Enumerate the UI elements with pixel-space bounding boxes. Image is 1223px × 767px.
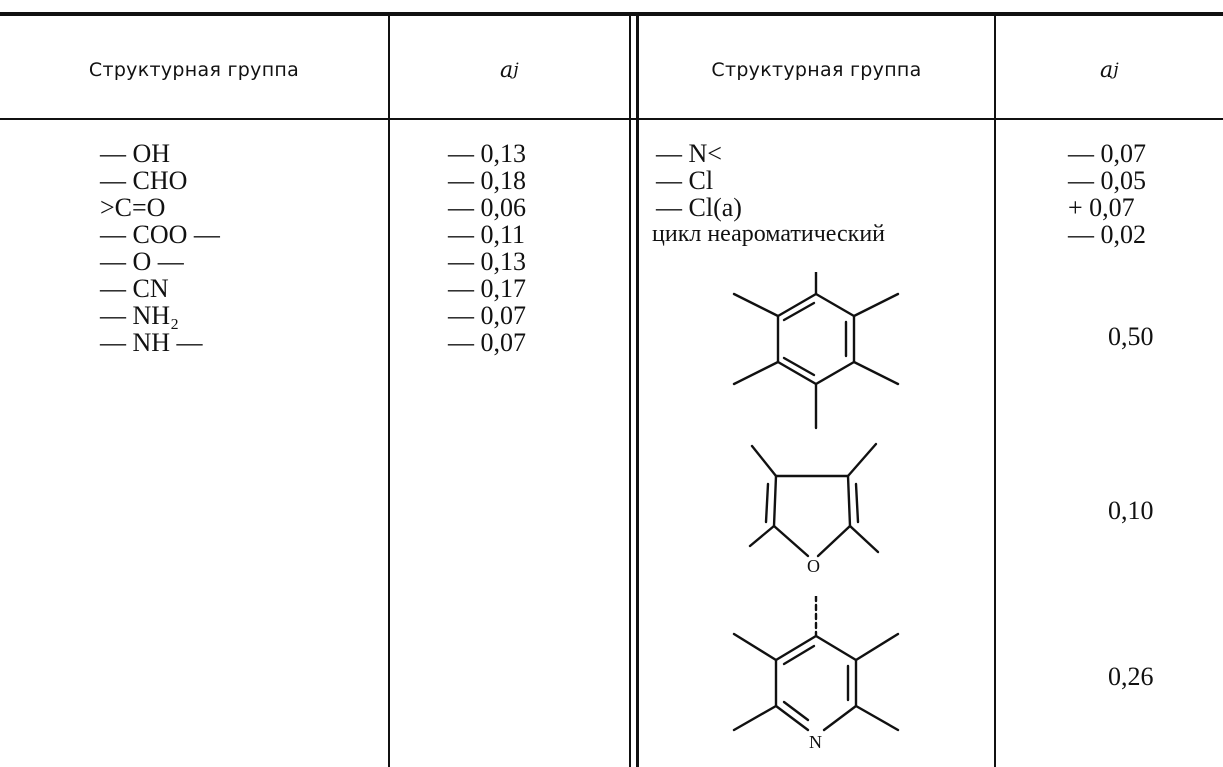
value-oh: — 0,13 (448, 139, 526, 168)
value-carbonyl: — 0,06 (448, 193, 526, 222)
group-cho: — CHO (100, 166, 188, 195)
furan-ring-structure: O (748, 442, 880, 576)
column-divider-1 (388, 16, 390, 767)
value-benzene-ring: 0,50 (1108, 322, 1154, 351)
value-nh2: — 0,07 (448, 301, 526, 330)
pyridine-nitrogen-label: N (809, 732, 822, 752)
value-furan-ring: 0,10 (1108, 496, 1154, 525)
header-rule (0, 118, 1223, 120)
group-n: — N< (656, 139, 722, 168)
right-values-column: — 0,07 — 0,05 + 0,07 — 0,02 (1068, 140, 1146, 248)
value-pyridine-ring: 0,26 (1108, 662, 1154, 691)
right-groups-column: — N< — Cl — Cl(a) цикл неароматический (652, 139, 885, 248)
group-cn: — CN (100, 274, 169, 303)
column-divider-2a (629, 16, 631, 767)
value-cho: — 0,18 (448, 166, 526, 195)
group-cl-a: — Cl(a) (656, 193, 742, 222)
furan-oxygen-label: O (807, 556, 820, 576)
group-ether: — O — (100, 247, 184, 276)
value-nonaromatic-ring: — 0,02 (1068, 220, 1146, 249)
header-group-left: Структурная группа (88, 59, 300, 81)
left-groups-column: — OH — CHO >C=O — COO — — O — — CN — NH₂… (100, 140, 220, 356)
left-values-column: — 0,13 — 0,18 — 0,06 — 0,11 — 0,13 — 0,1… (448, 140, 526, 356)
value-cl-a: + 0,07 (1068, 193, 1135, 222)
value-cl: — 0,05 (1068, 166, 1146, 195)
group-nh2: — NH₂ (100, 301, 180, 330)
value-cn: — 0,17 (448, 274, 526, 303)
value-n: — 0,07 (1068, 139, 1146, 168)
group-nh: — NH — (100, 328, 203, 357)
group-coo: — COO — (100, 220, 220, 249)
benzene-ring-structure (732, 272, 900, 430)
value-nh: — 0,07 (448, 328, 526, 357)
group-oh: — OH (100, 139, 171, 168)
group-cl: — Cl (656, 166, 714, 195)
top-rule (0, 12, 1223, 16)
value-ether: — 0,13 (448, 247, 526, 276)
column-divider-3 (994, 16, 996, 767)
value-coo: — 0,11 (448, 220, 526, 249)
group-nonaromatic-ring: цикл неароматический (652, 221, 886, 247)
header-group-right: Структурная группа (711, 59, 922, 81)
pyridine-ring-structure: N (732, 596, 900, 752)
column-divider-2b (636, 16, 639, 767)
group-carbonyl: >C=O (100, 193, 166, 222)
